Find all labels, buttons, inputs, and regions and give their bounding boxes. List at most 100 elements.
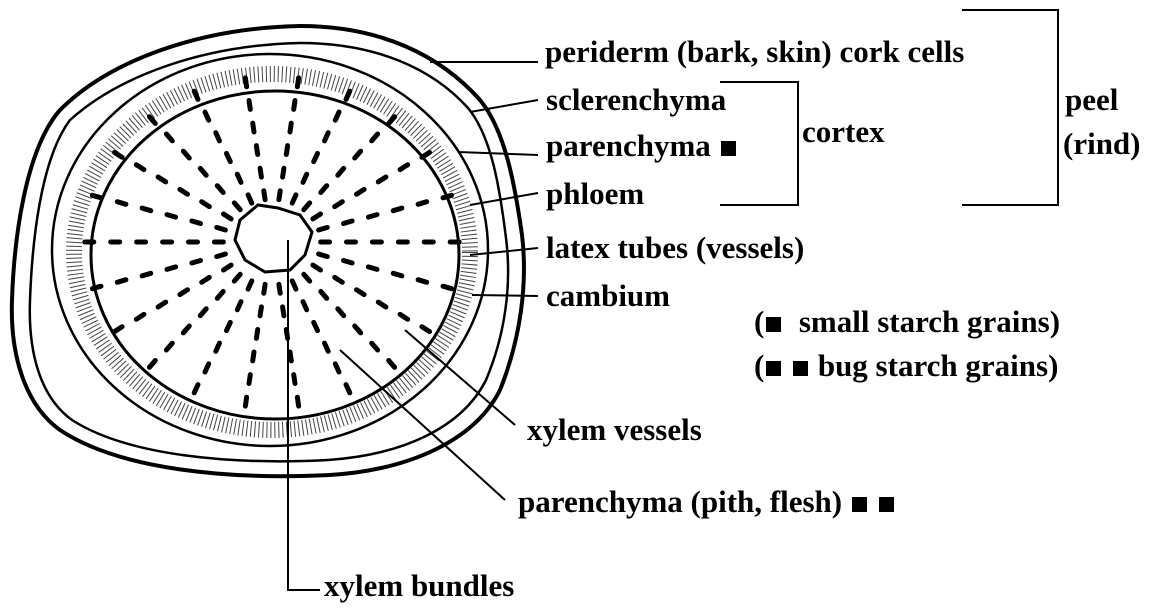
big-starch-grain-icon xyxy=(879,497,894,512)
xylem-dash xyxy=(400,314,408,319)
periderm-inner-line xyxy=(30,43,508,461)
xylem-dash xyxy=(372,134,378,141)
xylem-dash xyxy=(264,191,265,200)
xylem-dash xyxy=(158,302,166,307)
xylem-dash xyxy=(393,273,402,276)
small-starch-grain-icon xyxy=(766,317,781,332)
xylem-dash xyxy=(245,397,246,406)
xylem-dash xyxy=(297,78,298,87)
label-parenchyma-cortex-text: parenchyma xyxy=(546,128,711,163)
xylem-dash xyxy=(346,91,350,99)
xylem-dash xyxy=(249,375,250,384)
xylem-dash xyxy=(167,267,176,270)
xylem-dash xyxy=(297,397,298,406)
xylem-dash xyxy=(357,189,365,194)
xylem-dash xyxy=(183,326,189,333)
xylem-dash xyxy=(234,274,240,281)
xylem-dash xyxy=(314,322,318,330)
xylem-dash xyxy=(224,214,232,219)
xylem-dash xyxy=(292,281,296,289)
xylem-dash xyxy=(294,101,295,110)
xylem-dash xyxy=(338,309,344,316)
xylem-dash xyxy=(303,302,307,310)
leader-parenchyma-pith xyxy=(340,350,505,500)
label-parenchyma-pith-text: parenchyma (pith, flesh) xyxy=(518,484,842,519)
sclerenchyma-ring xyxy=(52,54,488,446)
leader-cambium xyxy=(472,295,538,296)
legend-bug-starch-text: bug starch grains) xyxy=(818,348,1059,383)
xylem-dash xyxy=(92,195,101,198)
xylem-dash xyxy=(313,214,321,219)
xylem-dash xyxy=(335,364,339,372)
xylem-dash xyxy=(227,153,231,161)
big-starch-grain-icon xyxy=(852,497,867,512)
xylem-dash xyxy=(253,352,254,361)
xylem-dash xyxy=(217,292,223,299)
pith-center xyxy=(235,205,312,272)
xylem-dash xyxy=(283,168,284,177)
xylem-dash xyxy=(319,254,328,257)
xylem-dash xyxy=(249,101,250,110)
label-phloem: phloem xyxy=(546,178,644,209)
xylem-dash xyxy=(422,152,430,157)
xylem-dash xyxy=(443,286,452,289)
xylem-dash xyxy=(314,153,318,161)
label-xylem-bundles: xylem bundles xyxy=(324,570,514,601)
xylem-dash xyxy=(422,327,430,332)
xylem-dash xyxy=(338,168,344,175)
xylem-dash xyxy=(202,277,210,282)
xylem-dash xyxy=(205,364,209,372)
label-sclerenchyma: sclerenchyma xyxy=(546,84,726,115)
xylem-dash xyxy=(158,177,166,182)
xylem-dash xyxy=(136,314,144,319)
xylem-dash xyxy=(368,267,377,270)
xylem-dash xyxy=(344,261,353,264)
xylem-dash xyxy=(194,91,198,99)
xylem-dash xyxy=(202,202,210,207)
xylem-dash xyxy=(418,202,427,205)
xylem-dash xyxy=(216,133,220,141)
legend-small-starch: ( small starch grains) xyxy=(754,306,1060,337)
xylem-dash xyxy=(355,151,361,158)
xylem-dash xyxy=(389,361,395,368)
xylem-dash xyxy=(115,327,123,332)
cambium-ring xyxy=(91,91,459,419)
xylem-dash xyxy=(183,151,189,158)
xylem-dash xyxy=(248,195,252,203)
periderm-outline xyxy=(12,26,524,476)
xylem-dash xyxy=(292,195,296,203)
xylem-dash xyxy=(321,186,327,193)
xylem-dash xyxy=(200,309,206,316)
label-parenchyma-pith: parenchyma (pith, flesh) xyxy=(518,486,896,517)
xylem-dash xyxy=(368,215,377,218)
xylem-dash xyxy=(260,168,261,177)
xylem-dash xyxy=(260,307,261,316)
xylem-dash xyxy=(180,290,188,295)
xylem-dash xyxy=(389,117,395,124)
label-cambium: cambium xyxy=(546,280,670,311)
xylem-dash xyxy=(264,284,265,293)
xylem-dash xyxy=(400,165,408,170)
xylem-dash xyxy=(166,343,172,350)
big-starch-grain-icon xyxy=(766,361,781,376)
label-rind: (rind) xyxy=(1063,128,1141,159)
xylem-dash xyxy=(304,274,310,281)
xylem-dash xyxy=(378,177,386,182)
xylem-dash xyxy=(283,307,284,316)
label-xylem-vessels: xylem vessels xyxy=(527,414,702,445)
xylem-dash xyxy=(443,195,452,198)
xylem-dash xyxy=(149,361,155,368)
xylem-dash xyxy=(418,280,427,283)
xylem-dash xyxy=(319,227,328,230)
xylem-dash xyxy=(304,203,310,210)
leader-parenchyma-cortex xyxy=(458,152,538,155)
xylem-dash xyxy=(290,123,291,132)
xylem-dash xyxy=(200,168,206,175)
xylem-dash xyxy=(325,343,329,351)
xylem-dash xyxy=(357,290,365,295)
label-peel: peel xyxy=(1065,84,1118,115)
xylem-dash xyxy=(355,326,361,333)
xylem-dash xyxy=(335,112,339,120)
big-starch-grain-icon xyxy=(793,361,808,376)
xylem-dash xyxy=(372,343,378,350)
